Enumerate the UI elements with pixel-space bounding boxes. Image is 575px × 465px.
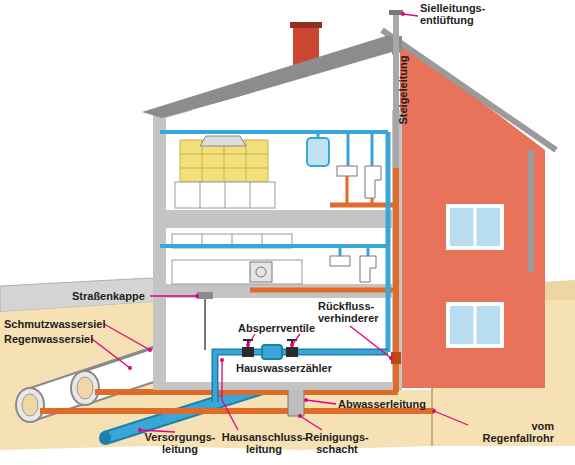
- leader-dots: [128, 12, 436, 432]
- base-cabinet: [172, 260, 302, 284]
- chimney-cap: [290, 22, 322, 28]
- leader-dot: [290, 343, 294, 347]
- drain-pipe: [250, 288, 398, 293]
- leader-line: [92, 339, 130, 368]
- counter: [175, 182, 275, 208]
- part-label: Sielleitungs- entlüftung: [420, 2, 510, 26]
- valve-rod: [204, 298, 206, 350]
- part-label: Versorgungs- leitung: [140, 431, 220, 455]
- leader-dot: [298, 414, 302, 418]
- leader-dot: [220, 358, 224, 362]
- pipe-opening: [99, 431, 111, 445]
- part-label: Hausanschluss- leitung: [220, 431, 308, 455]
- shutoff-valve: [242, 347, 254, 357]
- pipe-opening: [71, 371, 99, 405]
- stove: [250, 262, 272, 282]
- cabinet-doors: [200, 182, 250, 208]
- riser-pipe: [386, 132, 391, 352]
- leader-dot: [401, 12, 405, 16]
- roof-edge: [382, 30, 556, 150]
- leader-line: [104, 324, 150, 350]
- vent-cap: [389, 10, 403, 15]
- leader-dot: [138, 428, 142, 432]
- leader-line: [222, 360, 238, 430]
- downpipe: [528, 150, 534, 272]
- sink: [337, 166, 357, 176]
- drain-pipe: [347, 176, 372, 205]
- window-glass: [450, 306, 500, 344]
- window-glass: [450, 208, 500, 246]
- service-pipe: [215, 352, 388, 402]
- leader-line: [150, 295, 197, 296]
- part-label: Rückfluss- verhinderer: [318, 300, 398, 324]
- leader-dot: [195, 294, 199, 298]
- part-label: Reinigungs- schacht: [302, 431, 372, 455]
- leader-dot: [148, 348, 152, 352]
- leader-lines: [92, 14, 468, 432]
- valve-handle: [243, 340, 253, 347]
- part-label: Straßenkappe: [72, 290, 152, 302]
- leader-line: [403, 14, 418, 16]
- leader-dot: [389, 356, 393, 360]
- water-meter: [262, 345, 282, 359]
- window-frame: [446, 204, 504, 250]
- pipe-opening: [16, 388, 44, 422]
- leader-line: [306, 400, 336, 404]
- leader-dot: [304, 398, 308, 402]
- leader-line: [300, 416, 322, 430]
- water-heater: [307, 138, 329, 166]
- part-label: Schmutzwassersiel: [4, 318, 114, 330]
- pipe-opening: [22, 394, 38, 416]
- leader-line: [434, 411, 468, 425]
- leader-line: [350, 326, 391, 358]
- part-label: Absperrventile: [238, 322, 328, 334]
- toilet: [360, 256, 376, 282]
- water-pipe: [160, 244, 388, 248]
- window-frame: [446, 302, 504, 348]
- part-label: Abwasserleitung: [338, 398, 438, 410]
- pipe-opening: [77, 377, 93, 399]
- stove-ring: [256, 267, 266, 277]
- part-label: vom Regenfallrohr: [470, 420, 554, 444]
- window-bar: [474, 208, 477, 246]
- soil: [0, 298, 432, 450]
- range-hood: [200, 136, 246, 146]
- part-label: Hauswasserzähler: [236, 362, 346, 374]
- service-pipe: [215, 352, 388, 402]
- leader-dot: [246, 343, 250, 347]
- sink: [330, 256, 350, 266]
- shutoff-valve: [286, 347, 298, 357]
- room-middle: [166, 228, 392, 284]
- part-label: Regenwassersiel: [4, 333, 114, 345]
- toilet: [365, 166, 381, 198]
- leader-dot: [128, 366, 132, 370]
- water-pipe: [160, 130, 388, 134]
- leader-dot: [432, 409, 436, 413]
- window-bar: [474, 306, 477, 344]
- part-label: Steigeleitung: [397, 44, 409, 136]
- street-cap: [197, 292, 213, 299]
